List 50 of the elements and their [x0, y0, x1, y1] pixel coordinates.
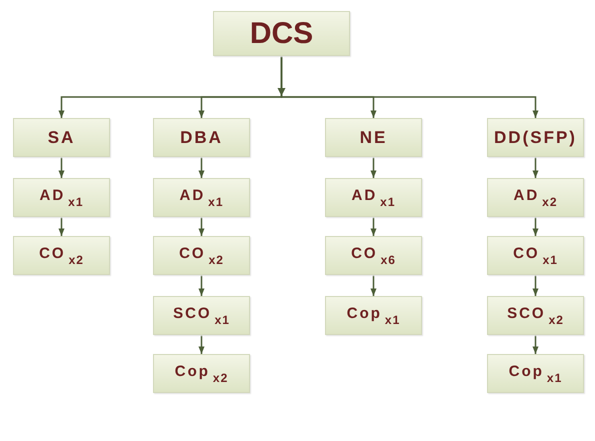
- box-label: CO$_{x2}$: [179, 244, 224, 266]
- process-box: [153, 118, 250, 157]
- arrow: [370, 157, 376, 178]
- arrow: [532, 217, 538, 236]
- box-label: CO$_{x1}$: [513, 244, 558, 266]
- process-box: [487, 118, 584, 157]
- box-label: CO$_{x6}$: [351, 244, 396, 266]
- process-box: [13, 118, 110, 157]
- arrow: [280, 56, 538, 118]
- process-box: [325, 118, 422, 157]
- process-box: [13, 178, 110, 217]
- box-label: DCS: [250, 16, 314, 50]
- box-label: AD$_{x1}$: [351, 186, 396, 208]
- box-label: NE: [360, 128, 388, 148]
- arrow: [370, 217, 376, 236]
- process-box: [487, 296, 584, 335]
- process-box: [153, 354, 250, 393]
- box-label: SA: [48, 128, 76, 148]
- box-label: Cop$_{x2}$: [174, 362, 228, 384]
- arrow: [58, 217, 64, 236]
- arrow: [532, 275, 538, 296]
- box-label: CO$_{x2}$: [39, 244, 84, 266]
- arrow: [198, 157, 204, 178]
- process-box: [325, 296, 422, 335]
- arrow: [58, 157, 64, 178]
- box-label: DBA: [180, 128, 223, 148]
- process-box: [153, 296, 250, 335]
- process-box: [487, 354, 584, 393]
- process-box: [487, 178, 584, 217]
- arrow: [198, 335, 204, 354]
- process-box: [13, 236, 110, 275]
- box-label: SCO$_{x1}$: [173, 304, 230, 326]
- box-label: AD$_{x2}$: [513, 186, 558, 208]
- box-label: AD$_{x1}$: [39, 186, 84, 208]
- box-label: SCO$_{x2}$: [507, 304, 564, 326]
- root-box: [213, 11, 350, 56]
- arrow: [532, 157, 538, 178]
- box-label: DD(SFP): [494, 128, 577, 148]
- box-label: AD$_{x1}$: [179, 186, 224, 208]
- arrow: [370, 275, 376, 296]
- process-box: [325, 178, 422, 217]
- arrow: [198, 217, 204, 236]
- process-box: [487, 236, 584, 275]
- arrow: [532, 335, 538, 354]
- box-label: Cop$_{x1}$: [346, 304, 400, 326]
- process-box: [153, 178, 250, 217]
- process-box: [325, 236, 422, 275]
- box-label: Cop$_{x1}$: [508, 362, 562, 384]
- process-box: [153, 236, 250, 275]
- arrow: [198, 275, 204, 296]
